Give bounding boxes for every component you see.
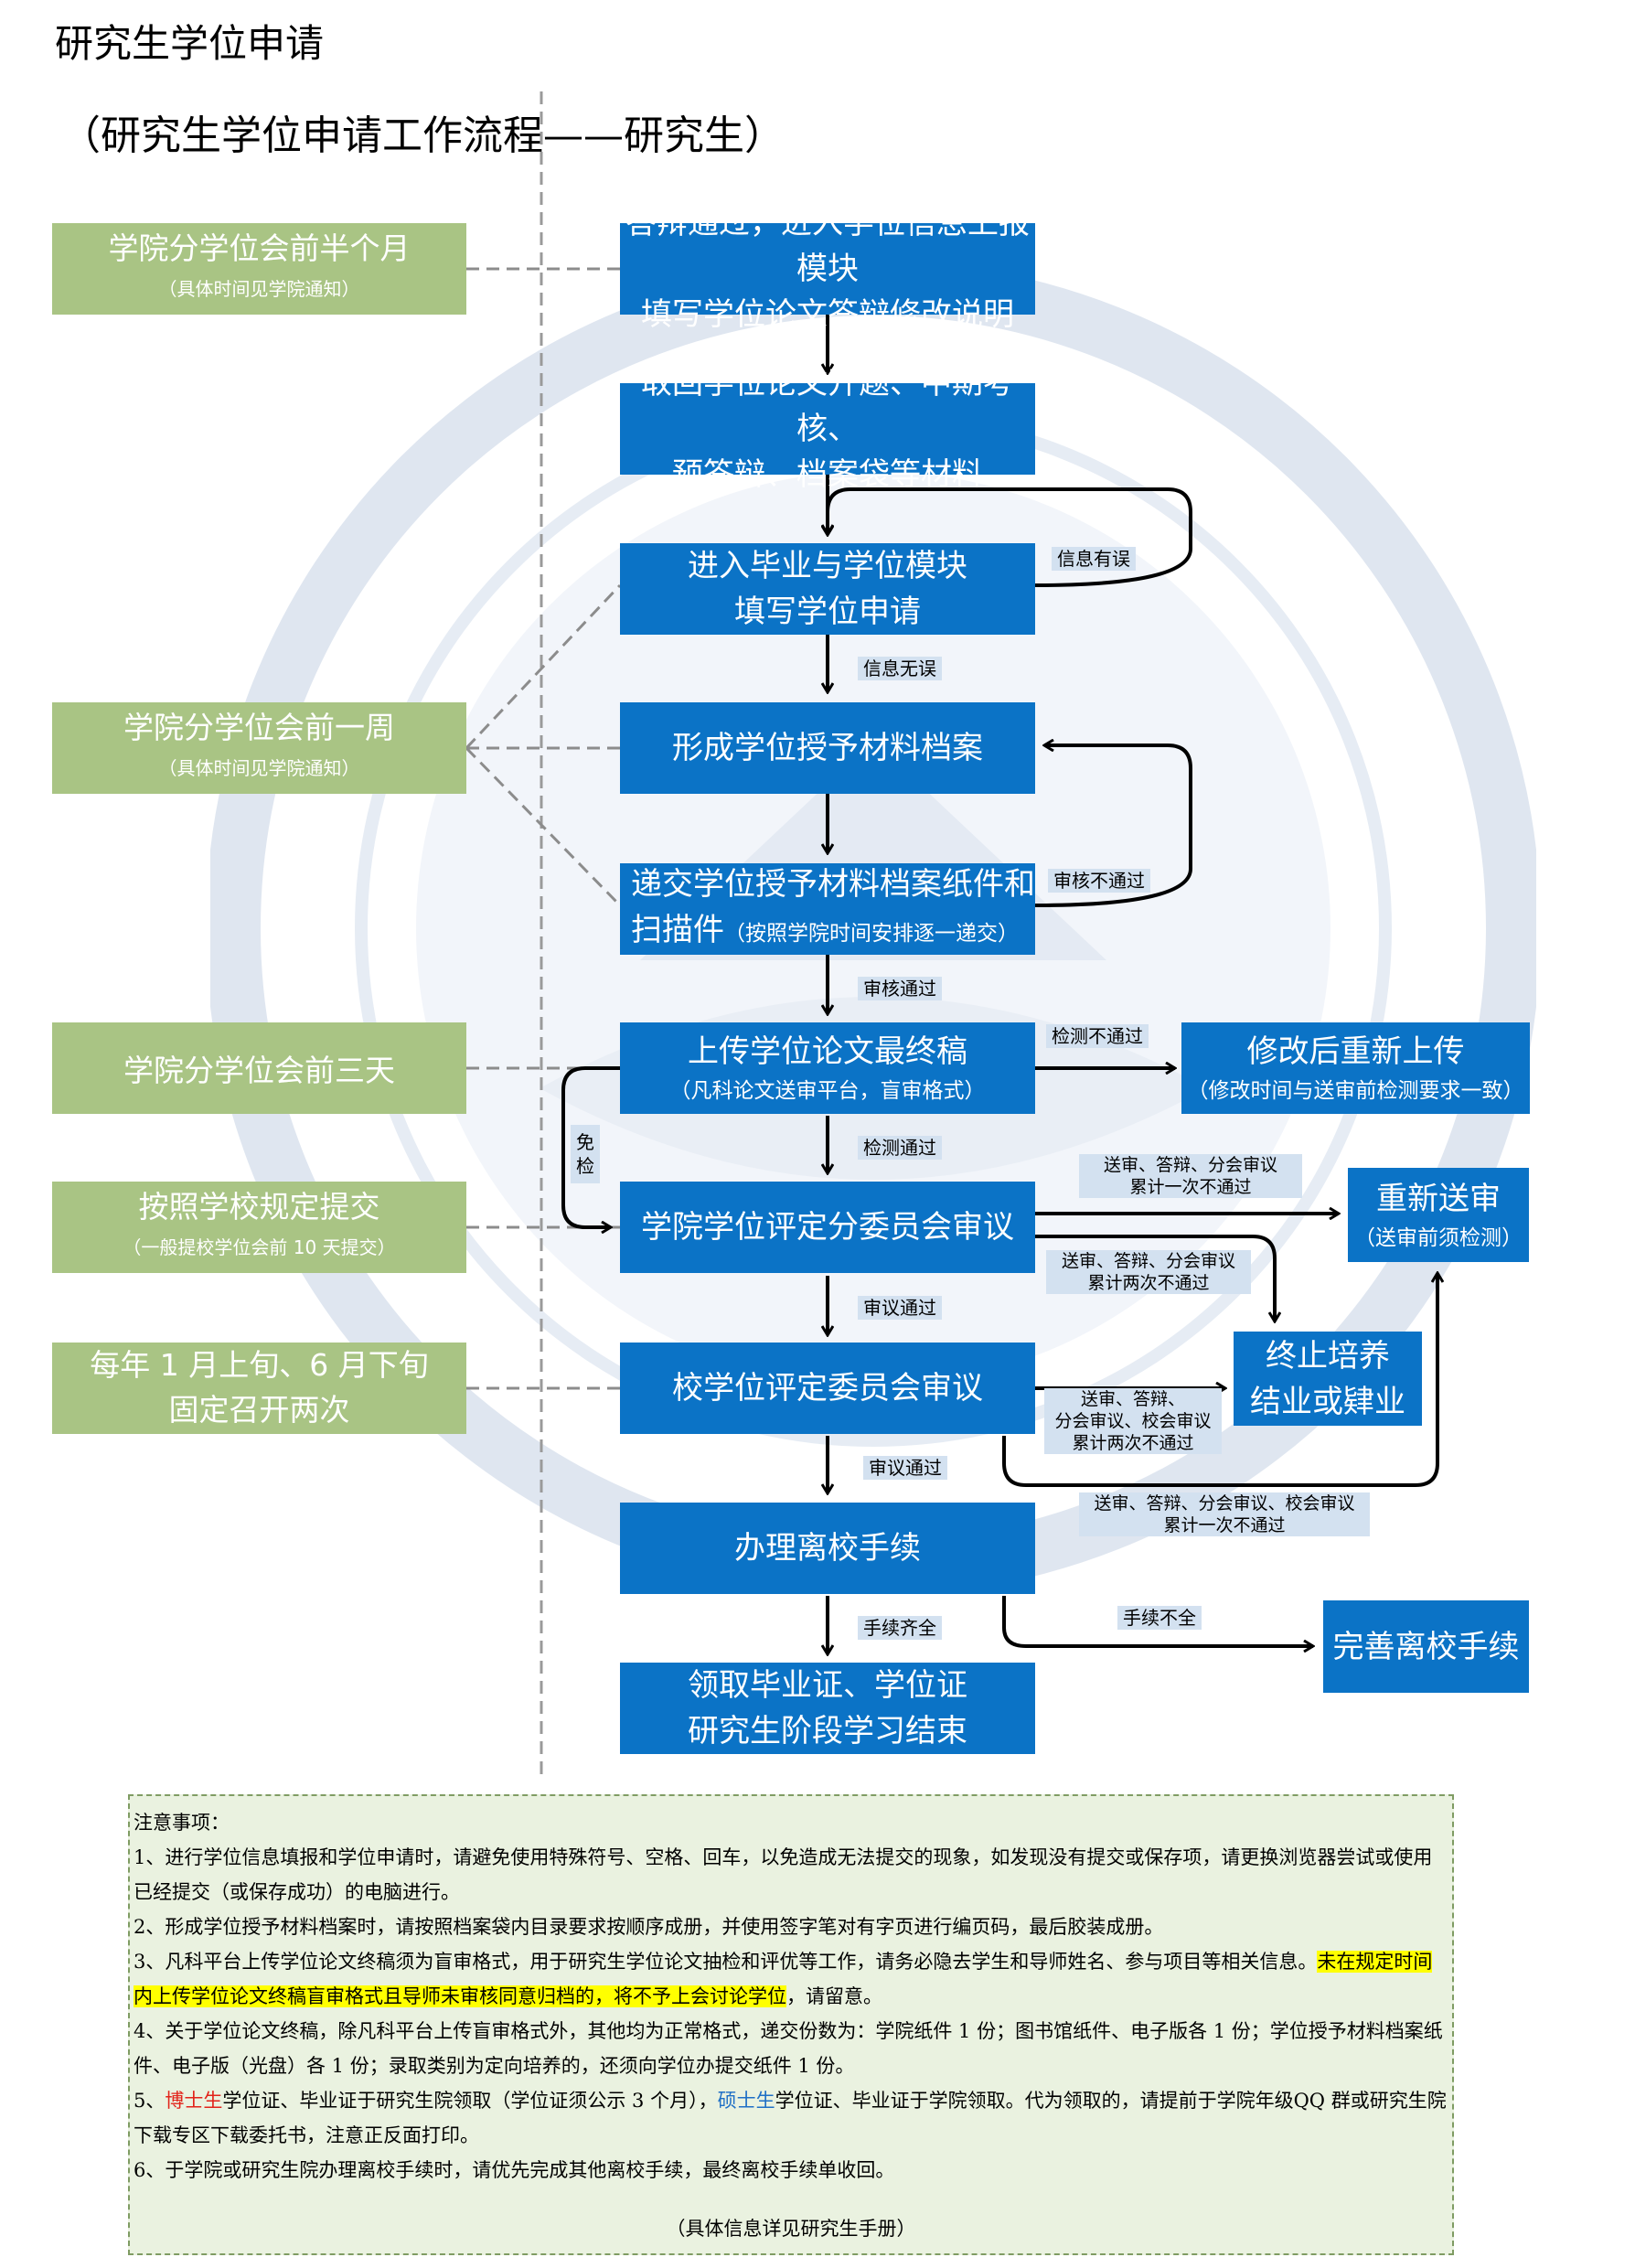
note-text: 3、凡科平台上传学位论文终稿须为盲审格式，用于研究生学位论文抽检和评优等工作，请… bbox=[134, 1951, 1318, 1973]
side-reupload: 修改后重新上传 （修改时间与送审前检测要求一致） bbox=[1181, 1022, 1530, 1114]
step-text: 上传学位论文最终稿 bbox=[688, 1033, 967, 1070]
note-doctoral-text: 博士生 bbox=[165, 2090, 223, 2112]
timeline-box-three-days: 学院分学位会前三天 bbox=[52, 1022, 466, 1114]
label-info-ok: 信息无误 bbox=[858, 657, 942, 680]
step-college-committee-review: 学院学位评定分委员会审议 bbox=[620, 1182, 1035, 1273]
step-text: 递交学位授予材料档案纸件和 bbox=[631, 866, 1035, 903]
notes-panel: 注意事项： 1、进行学位信息填报和学位申请时，请避免使用特殊符号、空格、回车，以… bbox=[128, 1794, 1454, 2255]
step-text: 进入毕业与学位模块 bbox=[688, 548, 967, 584]
label-school-once-fail: 送审、答辩、分会审议、校会审议 累计一次不通过 bbox=[1079, 1492, 1370, 1536]
timeline-main-text: 每年 1 月上旬、6 月下旬 bbox=[90, 1347, 429, 1383]
timeline-main-text: 按照学校规定提交 bbox=[138, 1189, 380, 1225]
step-text: 领取毕业证、学位证 bbox=[688, 1667, 967, 1704]
step-text: 办理离校手续 bbox=[734, 1530, 921, 1567]
note-text: ，请留意。 bbox=[786, 1985, 882, 2007]
step-university-committee-review: 校学位评定委员会审议 bbox=[620, 1343, 1035, 1434]
step-text: 形成学位授予材料档案 bbox=[672, 730, 983, 766]
step-text: 答辩通过，进入学位信息上报模块 bbox=[625, 205, 1030, 287]
notes-heading: 注意事项： bbox=[134, 1812, 230, 1834]
step-note-text: （按照学院时间安排逐一递交） bbox=[724, 922, 1019, 946]
timeline-note-text: （具体时间见学院通知） bbox=[158, 278, 360, 300]
step-text: 预答辩、档案袋等材料 bbox=[672, 456, 983, 493]
step-receive-certificates: 领取毕业证、学位证 研究生阶段学习结束 bbox=[620, 1663, 1035, 1754]
label-detect-pass: 检测通过 bbox=[858, 1136, 942, 1160]
side-text: 完善离校手续 bbox=[1332, 1628, 1520, 1665]
label-twice-fail: 送审、答辩、分会审议 累计两次不通过 bbox=[1046, 1250, 1251, 1294]
step-text: 研究生阶段学习结束 bbox=[688, 1713, 967, 1749]
step-note-text: （凡科论文送审平台，盲审格式） bbox=[669, 1079, 986, 1103]
timeline-note-text: 固定召开两次 bbox=[168, 1392, 350, 1428]
timeline-box-school-rule: 按照学校规定提交 （一般提校学位会前 10 天提交） bbox=[52, 1182, 466, 1273]
label-deliberation-pass: 审议通过 bbox=[858, 1296, 942, 1320]
timeline-box-one-week: 学院分学位会前一周 （具体时间见学院通知） bbox=[52, 702, 466, 794]
label-line: 分会审议、校会审议 bbox=[1054, 1411, 1212, 1431]
side-note-text: （送审前须检测） bbox=[1354, 1225, 1523, 1250]
label-review-fail: 审核不通过 bbox=[1048, 869, 1150, 893]
step-text: 取回学位论文开题、中期考核、 bbox=[641, 365, 1014, 447]
step-retrieve-materials: 取回学位论文开题、中期考核、 预答辩、档案袋等材料 bbox=[620, 365, 1035, 493]
page-title: 研究生学位申请 bbox=[55, 21, 325, 66]
note-item-3: 3、凡科平台上传学位论文终稿须为盲审格式，用于研究生学位论文抽检和评优等工作，请… bbox=[134, 1944, 1448, 2014]
label-line: 送审、答辩、 bbox=[1080, 1389, 1185, 1409]
label-line: 累计一次不通过 bbox=[1163, 1515, 1286, 1535]
side-terminate: 终止培养 结业或肄业 bbox=[1234, 1332, 1422, 1426]
label-review-pass: 审核通过 bbox=[858, 977, 942, 1000]
label-line: 送审、答辩、分会审议 bbox=[1061, 1251, 1235, 1271]
step-form-archive: 形成学位授予材料档案 bbox=[620, 702, 1035, 794]
step-text: 填写学位申请 bbox=[734, 594, 921, 630]
timeline-note-text: （具体时间见学院通知） bbox=[158, 757, 360, 779]
label-school-twice-fail: 送审、答辩、 分会审议、校会审议 累计两次不通过 bbox=[1044, 1388, 1222, 1454]
side-text: 修改后重新上传 bbox=[1246, 1033, 1465, 1070]
step-submit-archive: 递交学位授予材料档案纸件和 扫描件（按照学院时间安排逐一递交） bbox=[620, 863, 1035, 955]
side-resubmit: 重新送审 （送审前须检测） bbox=[1348, 1168, 1529, 1262]
label-procedures-missing: 手续不全 bbox=[1117, 1606, 1202, 1630]
label-procedures-done: 手续齐全 bbox=[858, 1616, 942, 1640]
step-departure-procedures: 办理离校手续 bbox=[620, 1503, 1035, 1594]
label-detect-fail: 检测不通过 bbox=[1046, 1024, 1149, 1048]
step-degree-application: 进入毕业与学位模块 填写学位申请 bbox=[620, 543, 1035, 635]
step-upload-final-thesis: 上传学位论文最终稿 （凡科论文送审平台，盲审格式） bbox=[620, 1022, 1035, 1114]
step-text: 学院学位评定分委员会审议 bbox=[641, 1209, 1014, 1246]
note-item-6: 6、于学院或研究生院办理离校手续时，请优先完成其他离校手续，最终离校手续单收回。 bbox=[134, 2159, 895, 2181]
note-item-1: 1、进行学位信息填报和学位申请时，请避免使用特殊符号、空格、回车，以免造成无法提… bbox=[134, 1846, 1433, 1903]
label-line: 累计一次不通过 bbox=[1129, 1177, 1252, 1197]
note-item-4: 4、关于学位论文终稿，除凡科平台上传盲审格式外，其他均为正常格式，递交份数为：学… bbox=[134, 2020, 1443, 2077]
label-exempt: 免检 bbox=[571, 1125, 600, 1183]
label-info-error: 信息有误 bbox=[1052, 547, 1136, 571]
timeline-box-fixed-sessions: 每年 1 月上旬、6 月下旬 固定召开两次 bbox=[52, 1343, 466, 1434]
step-text: 填写学位论文答辩修改说明 bbox=[641, 296, 1014, 333]
step-text: 扫描件 bbox=[631, 912, 724, 948]
notes-footer: （具体信息详见研究生手册） bbox=[666, 2218, 916, 2240]
page-subtitle: （研究生学位申请工作流程——研究生） bbox=[60, 112, 785, 159]
timeline-box-half-month: 学院分学位会前半个月 （具体时间见学院通知） bbox=[52, 223, 466, 315]
timeline-main-text: 学院分学位会前半个月 bbox=[108, 230, 411, 266]
side-text: 结业或肄业 bbox=[1250, 1383, 1405, 1420]
note-item-2: 2、形成学位授予材料档案时，请按照档案袋内目录要求按顺序成册，并使用签字笔对有字… bbox=[134, 1916, 1164, 1938]
timeline-main-text: 学院分学位会前一周 bbox=[123, 710, 395, 745]
step-text: 校学位评定委员会审议 bbox=[672, 1370, 983, 1407]
note-text: 5、 bbox=[134, 2090, 166, 2112]
label-line: 累计两次不通过 bbox=[1072, 1433, 1194, 1453]
side-note-text: （修改时间与送审前检测要求一致） bbox=[1187, 1079, 1524, 1103]
label-deliberation-pass-2: 审议通过 bbox=[863, 1456, 947, 1480]
label-line: 送审、答辩、分会审议、校会审议 bbox=[1094, 1493, 1355, 1514]
note-text: 学位证、毕业证于学院领取。代为领取的，请提前于学院年级QQ 群或研究生院下载专区… bbox=[134, 2090, 1447, 2146]
side-complete-procedures: 完善离校手续 bbox=[1323, 1600, 1529, 1693]
note-text: 学位证、毕业证于研究生院领取（学位证须公示 3 个月）， bbox=[222, 2090, 718, 2112]
step-defense-passed: 答辩通过，进入学位信息上报模块 填写学位论文答辩修改说明 bbox=[620, 205, 1035, 333]
label-line: 送审、答辩、分会审议 bbox=[1103, 1155, 1277, 1175]
side-text: 重新送审 bbox=[1376, 1180, 1501, 1217]
label-once-fail: 送审、答辩、分会审议 累计一次不通过 bbox=[1079, 1154, 1302, 1198]
note-item-5: 5、博士生学位证、毕业证于研究生院领取（学位证须公示 3 个月），硕士生学位证、… bbox=[134, 2083, 1448, 2153]
note-master-text: 硕士生 bbox=[717, 2090, 775, 2112]
label-line: 累计两次不通过 bbox=[1087, 1273, 1210, 1293]
timeline-main-text: 学院分学位会前三天 bbox=[123, 1053, 395, 1088]
timeline-note-text: （一般提校学位会前 10 天提交） bbox=[123, 1236, 396, 1258]
side-text: 终止培养 bbox=[1266, 1337, 1390, 1375]
